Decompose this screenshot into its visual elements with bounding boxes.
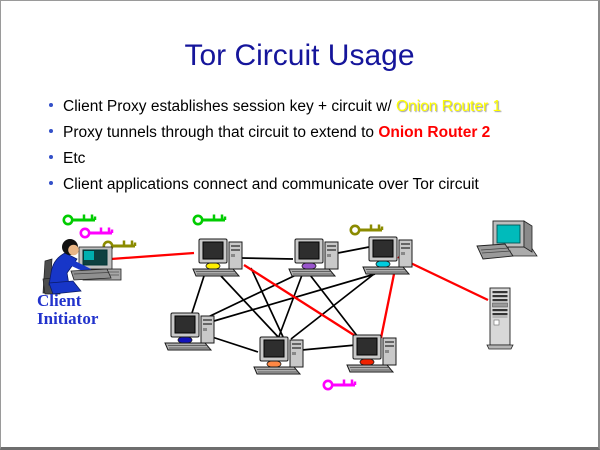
server-tower-icon <box>486 287 514 350</box>
tor-circuit-line <box>379 273 396 339</box>
desktop-computer-icon <box>192 238 243 277</box>
client-label-line1: Client <box>37 291 82 310</box>
bullet-text: Client Proxy establishes session key + c… <box>63 98 396 115</box>
bullet-text: Proxy tunnels through that circuit to ex… <box>63 124 379 141</box>
bullet-list: Client Proxy establishes session key + c… <box>49 94 501 198</box>
desktop-computer-icon <box>164 312 215 351</box>
network-link-line <box>220 275 282 341</box>
bullet-item-1: Client Proxy establishes session key + c… <box>49 94 501 120</box>
tor-network-diagram <box>42 214 538 391</box>
network-link-line <box>211 336 259 353</box>
session-key-icon <box>79 227 114 239</box>
network-link-line <box>301 344 357 351</box>
bullet-item-2: Proxy tunnels through that circuit to ex… <box>49 120 501 146</box>
tor-circuit-line <box>243 264 358 338</box>
network-link-line <box>290 273 375 340</box>
session-key-icon <box>62 214 97 226</box>
bullet-text: Etc <box>63 150 86 167</box>
bullet-item-3: Etc <box>49 146 501 172</box>
tor-circuit-line <box>110 251 195 261</box>
client-initiator-label: Client Initiator <box>37 292 98 328</box>
network-link-line <box>277 274 303 340</box>
bullet-dot <box>49 155 53 159</box>
network-link-line <box>190 275 205 317</box>
session-key-icon <box>192 214 227 226</box>
network-link-line <box>207 274 297 318</box>
network-link-line <box>240 257 294 260</box>
slide-title: Tor Circuit Usage <box>184 39 415 72</box>
bullet-text: Client applications connect and communic… <box>63 176 479 193</box>
desktop-computer-icon <box>362 236 413 275</box>
bullet-highlight: Onion Router 2 <box>378 124 491 141</box>
desktop-computer-icon <box>346 334 397 373</box>
network-link-line <box>337 246 370 254</box>
bullet-dot <box>49 129 53 133</box>
desktop-computer-icon <box>288 238 339 277</box>
bullet-highlight: Onion Router 1 <box>395 98 502 115</box>
bullet-dot <box>49 103 53 107</box>
network-link-line <box>250 267 285 340</box>
desktop-computer-icon <box>253 336 304 375</box>
bullet-dot <box>49 181 53 185</box>
session-key-icon <box>349 224 384 236</box>
bullet-item-4: Client applications connect and communic… <box>49 172 501 198</box>
client-user-icon <box>42 239 122 295</box>
tor-circuit-line <box>397 255 489 302</box>
responder-computer-icon <box>476 220 538 260</box>
client-label-line2: Initiator <box>37 309 99 328</box>
session-key-icon <box>322 379 357 391</box>
